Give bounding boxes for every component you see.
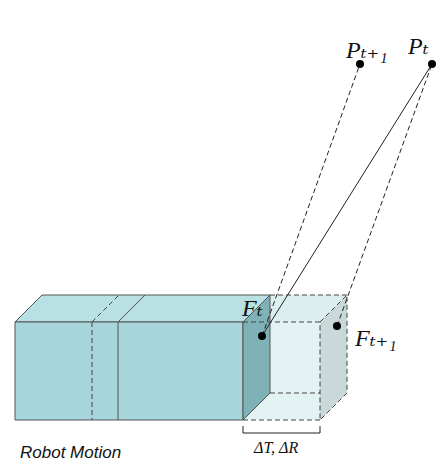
robot-divider bbox=[118, 295, 145, 322]
sight-line bbox=[262, 64, 360, 336]
moved-end-face bbox=[320, 295, 347, 420]
point-label: Pₜ bbox=[408, 34, 429, 58]
caption-label: Robot Motion bbox=[20, 444, 121, 461]
motion-bracket bbox=[243, 426, 320, 433]
robot-top-face bbox=[15, 295, 270, 322]
moved-robot-outline bbox=[92, 295, 347, 420]
sight-line bbox=[262, 64, 432, 336]
feature-dot bbox=[258, 332, 266, 340]
feature-label: Fₜ bbox=[242, 296, 263, 320]
sight-line bbox=[337, 64, 432, 326]
robot-front-face bbox=[15, 322, 243, 420]
point-dot bbox=[428, 60, 436, 68]
motion-label: ΔT, ΔR bbox=[254, 440, 298, 456]
feature-label: Fₜ₊₁ bbox=[355, 326, 397, 350]
point-label: Pₜ₊₁ bbox=[346, 38, 388, 62]
robot-divider bbox=[118, 322, 119, 420]
robot-end-face bbox=[243, 295, 270, 420]
feature-dot bbox=[333, 322, 341, 330]
